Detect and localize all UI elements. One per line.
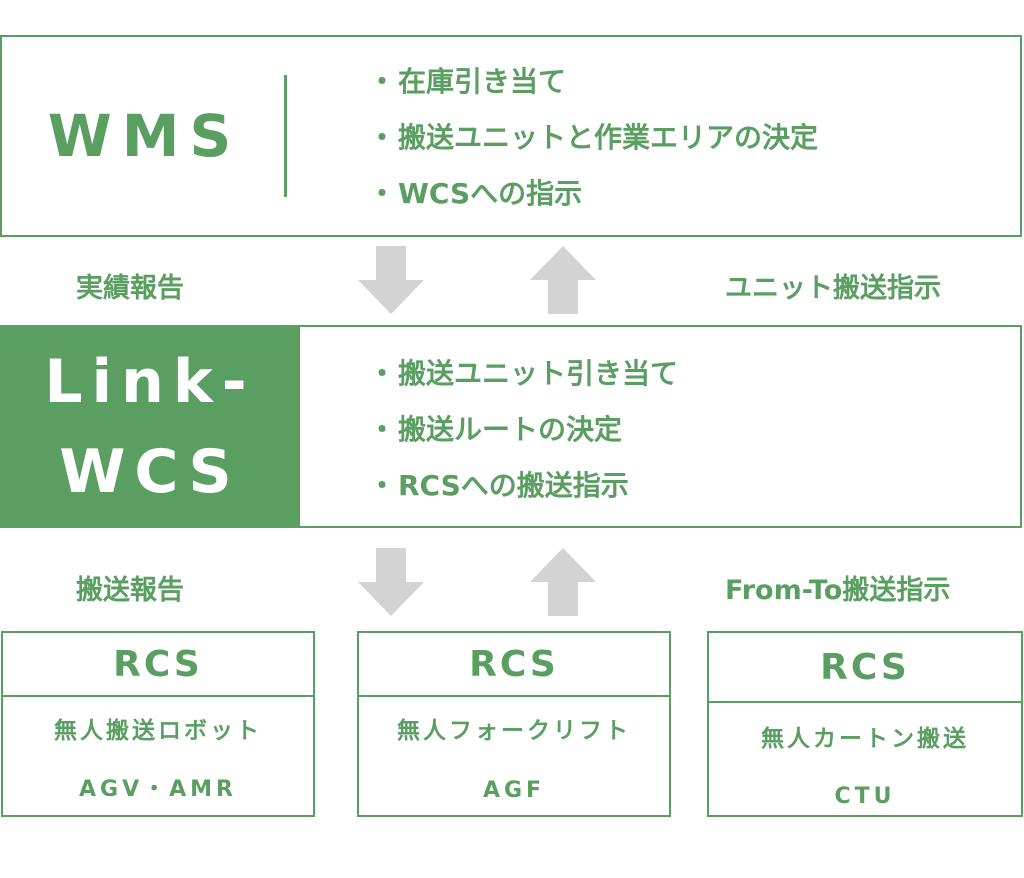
rcs-title: RCS [3, 633, 313, 697]
rcs-title: RCS [359, 633, 669, 697]
bullet-icon: ・ [368, 121, 397, 154]
rcs-description: 無人搬送ロボット [54, 718, 262, 744]
rcs-device-code: AGF [482, 778, 546, 803]
link-wcs-title-line2: WCS [59, 436, 241, 507]
bullet-icon: ・ [368, 177, 397, 210]
link-wcs-title: Link- WCS [0, 325, 300, 528]
wms-function-item: ・WCSへの指示 [368, 166, 818, 222]
transport-report-label: 搬送報告 [76, 575, 184, 606]
wms-divider [284, 75, 287, 197]
link-wcs-function-item: ・搬送ルートの決定 [368, 402, 678, 458]
unit-transport-instruction-label: ユニット搬送指示 [725, 273, 941, 304]
wms-function-item: ・搬送ユニットと作業エリアの決定 [368, 110, 818, 166]
wms-title: WMS [47, 102, 242, 170]
from-to-transport-instruction-label: From-To搬送指示 [725, 575, 951, 606]
link-wcs-function-item: ・RCSへの搬送指示 [368, 458, 678, 514]
arrow-up-icon [530, 548, 596, 616]
bullet-icon: ・ [368, 469, 397, 502]
link-wcs-title-line1: Link- [44, 346, 256, 417]
link-wcs-function-item: ・搬送ユニット引き当て [368, 346, 678, 402]
wms-box: WMS ・在庫引き当て ・搬送ユニットと作業エリアの決定 ・WCSへの指示 [0, 35, 1022, 237]
link-wcs-box: Link- WCS ・搬送ユニット引き当て ・搬送ルートの決定 ・RCSへの搬送… [0, 325, 1022, 528]
rcs-box-agf: RCS 無人フォークリフト AGF [357, 631, 671, 817]
wms-function-item: ・在庫引き当て [368, 54, 818, 110]
arrow-down-icon [358, 246, 424, 314]
rcs-box-agv-amr: RCS 無人搬送ロボット AGV・AMR [1, 631, 315, 817]
rcs-box-ctu: RCS 無人カートン搬送 CTU [707, 631, 1023, 817]
rcs-description: 無人カートン搬送 [761, 726, 969, 752]
wms-function-list: ・在庫引き当て ・搬送ユニットと作業エリアの決定 ・WCSへの指示 [368, 54, 818, 222]
rcs-description: 無人フォークリフト [397, 718, 631, 744]
bullet-icon: ・ [368, 65, 397, 98]
link-wcs-function-list: ・搬送ユニット引き当て ・搬送ルートの決定 ・RCSへの搬送指示 [368, 346, 678, 514]
rcs-device-code: AGV・AMR [79, 777, 237, 802]
rcs-title: RCS [709, 633, 1021, 703]
bullet-icon: ・ [368, 413, 397, 446]
rcs-device-code: CTU [834, 784, 896, 809]
bullet-icon: ・ [368, 357, 397, 390]
result-report-label: 実績報告 [76, 273, 184, 304]
arrow-down-icon [358, 548, 424, 616]
arrow-up-icon [530, 246, 596, 314]
